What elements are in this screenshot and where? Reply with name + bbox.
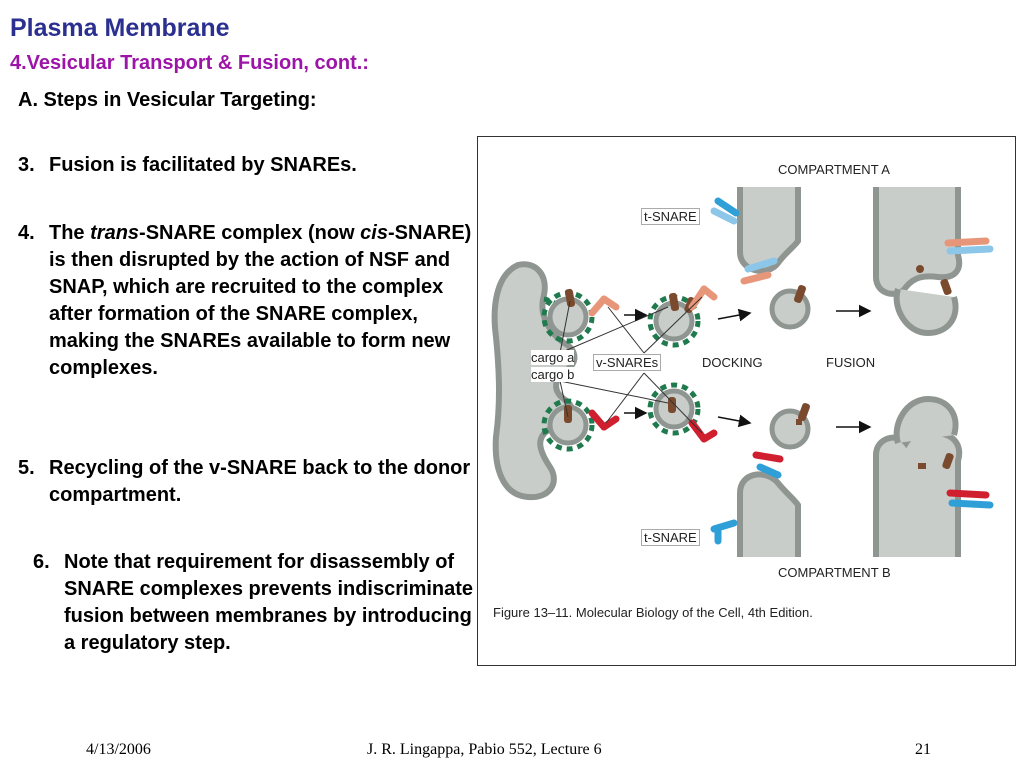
cargo-a-label: cargo a	[531, 350, 575, 365]
footer-course: J. R. Lingappa, Pabio 552, Lecture 6	[367, 741, 602, 758]
v-snares-label: v-SNAREs	[593, 354, 662, 371]
leader-lines	[559, 296, 703, 434]
italic-trans: trans	[90, 222, 140, 244]
italic-cis: cis	[360, 222, 388, 244]
section-heading: A. Steps in Vesicular Targeting:	[18, 89, 317, 111]
footer-date: 4/13/2006	[86, 741, 151, 758]
list-item-3: 3. Fusion is facilitated by SNAREs.	[18, 152, 478, 179]
t-snare-bottom-molecule	[710, 519, 738, 545]
list-item-5: 5. Recycling of the v-SNARE back to the …	[18, 455, 478, 509]
compartment-b-right	[873, 429, 963, 557]
list-item-4: 4. The trans-SNARE complex (now cis-SNAR…	[18, 220, 478, 382]
item-text: The trans-SNARE complex (now cis-SNARE) …	[18, 220, 478, 382]
compartment-b-label: COMPARTMENT B	[778, 565, 891, 580]
compartment-a-label: COMPARTMENT A	[778, 162, 890, 177]
snare-diagram	[491, 187, 994, 557]
item-number: 3.	[18, 154, 35, 176]
list-item-6: 6. Note that requirement for disassembly…	[33, 549, 483, 657]
item-text: Fusion is facilitated by SNAREs.	[49, 154, 357, 176]
process-arrows	[624, 304, 872, 434]
cargo-molecules	[564, 265, 954, 470]
item-text: Recycling of the v-SNARE back to the don…	[49, 457, 471, 506]
slide-subtitle: 4.Vesicular Transport & Fusion, cont.:	[10, 52, 369, 74]
docking-label: DOCKING	[702, 355, 763, 370]
item-number: 4.	[18, 222, 35, 244]
t-snare-top-label: t-SNARE	[641, 208, 700, 225]
coated-vesicle-b1	[541, 398, 595, 452]
item-number: 5.	[18, 457, 35, 479]
t-snare-top-molecule	[710, 197, 740, 225]
v-snare-a-molecules	[588, 237, 994, 317]
item-text-pre: The	[49, 222, 91, 244]
t-snare-bottom-label: t-SNARE	[641, 529, 700, 546]
slide-title: Plasma Membrane	[10, 14, 230, 42]
footer-page-number: 21	[915, 741, 931, 758]
compartment-b-left	[737, 471, 801, 557]
snare-figure: COMPARTMENT A t-SNARE cargo a cargo b v-…	[477, 136, 1016, 666]
item-text-mid: -SNARE complex (now	[139, 222, 361, 244]
item-text: Note that requirement for disassembly of…	[64, 551, 474, 654]
compartment-a-right	[873, 187, 963, 297]
fusion-label: FUSION	[826, 355, 876, 370]
compartment-a-fused-bud	[893, 288, 959, 337]
compartment-b-fused-bud	[893, 395, 959, 444]
item-text-post: -SNARE) is then disrupted by the action …	[49, 222, 472, 379]
v-snare-b-molecules	[588, 409, 994, 509]
item-number: 6.	[33, 551, 50, 573]
figure-caption: Figure 13–11. Molecular Biology of the C…	[493, 605, 813, 620]
compartment-a-left	[737, 187, 801, 274]
cargo-b-label: cargo b	[531, 367, 575, 382]
